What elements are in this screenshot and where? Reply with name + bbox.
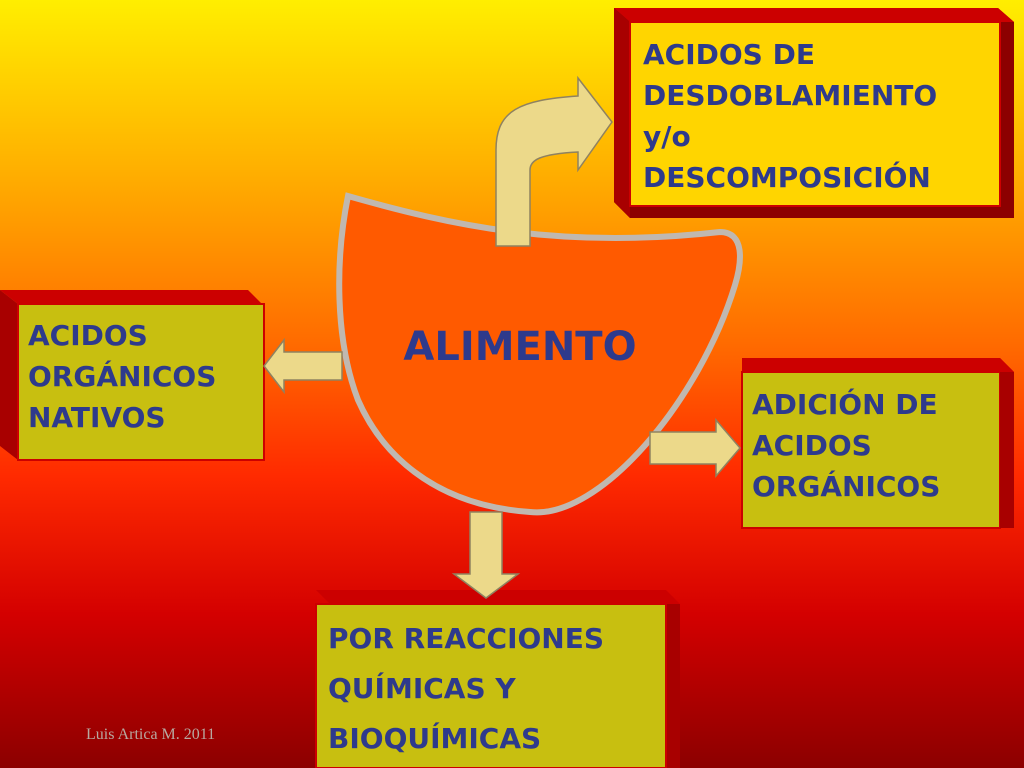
- box-left: [0, 290, 265, 461]
- arrow-left-icon: [263, 337, 343, 395]
- arrow-down-icon: [451, 511, 521, 599]
- arrow-right-icon: [649, 417, 741, 479]
- food-blob: [336, 192, 743, 516]
- box-left-text: ACIDOS ORGÁNICOS NATIVOS: [28, 319, 217, 434]
- box-bottom-text: POR REACCIONES QUÍMICAS Y BIOQUÍMICAS: [328, 622, 605, 755]
- box-right-text: ADICIÓN DE ACIDOS ORGÁNICOS: [752, 388, 941, 503]
- center-label-alimento: ALIMENTO: [403, 324, 637, 370]
- box-bottom: [315, 590, 680, 768]
- box-right: [741, 358, 1014, 529]
- box-top-right-text: ACIDOS DE DESDOBLAMIENTO y/o DESCOMPOSIC…: [643, 38, 938, 194]
- box-top-right: [614, 8, 1014, 218]
- footer-credit: Luis Artica M. 2011: [86, 726, 216, 743]
- arrow-up-curved-icon: [495, 75, 613, 247]
